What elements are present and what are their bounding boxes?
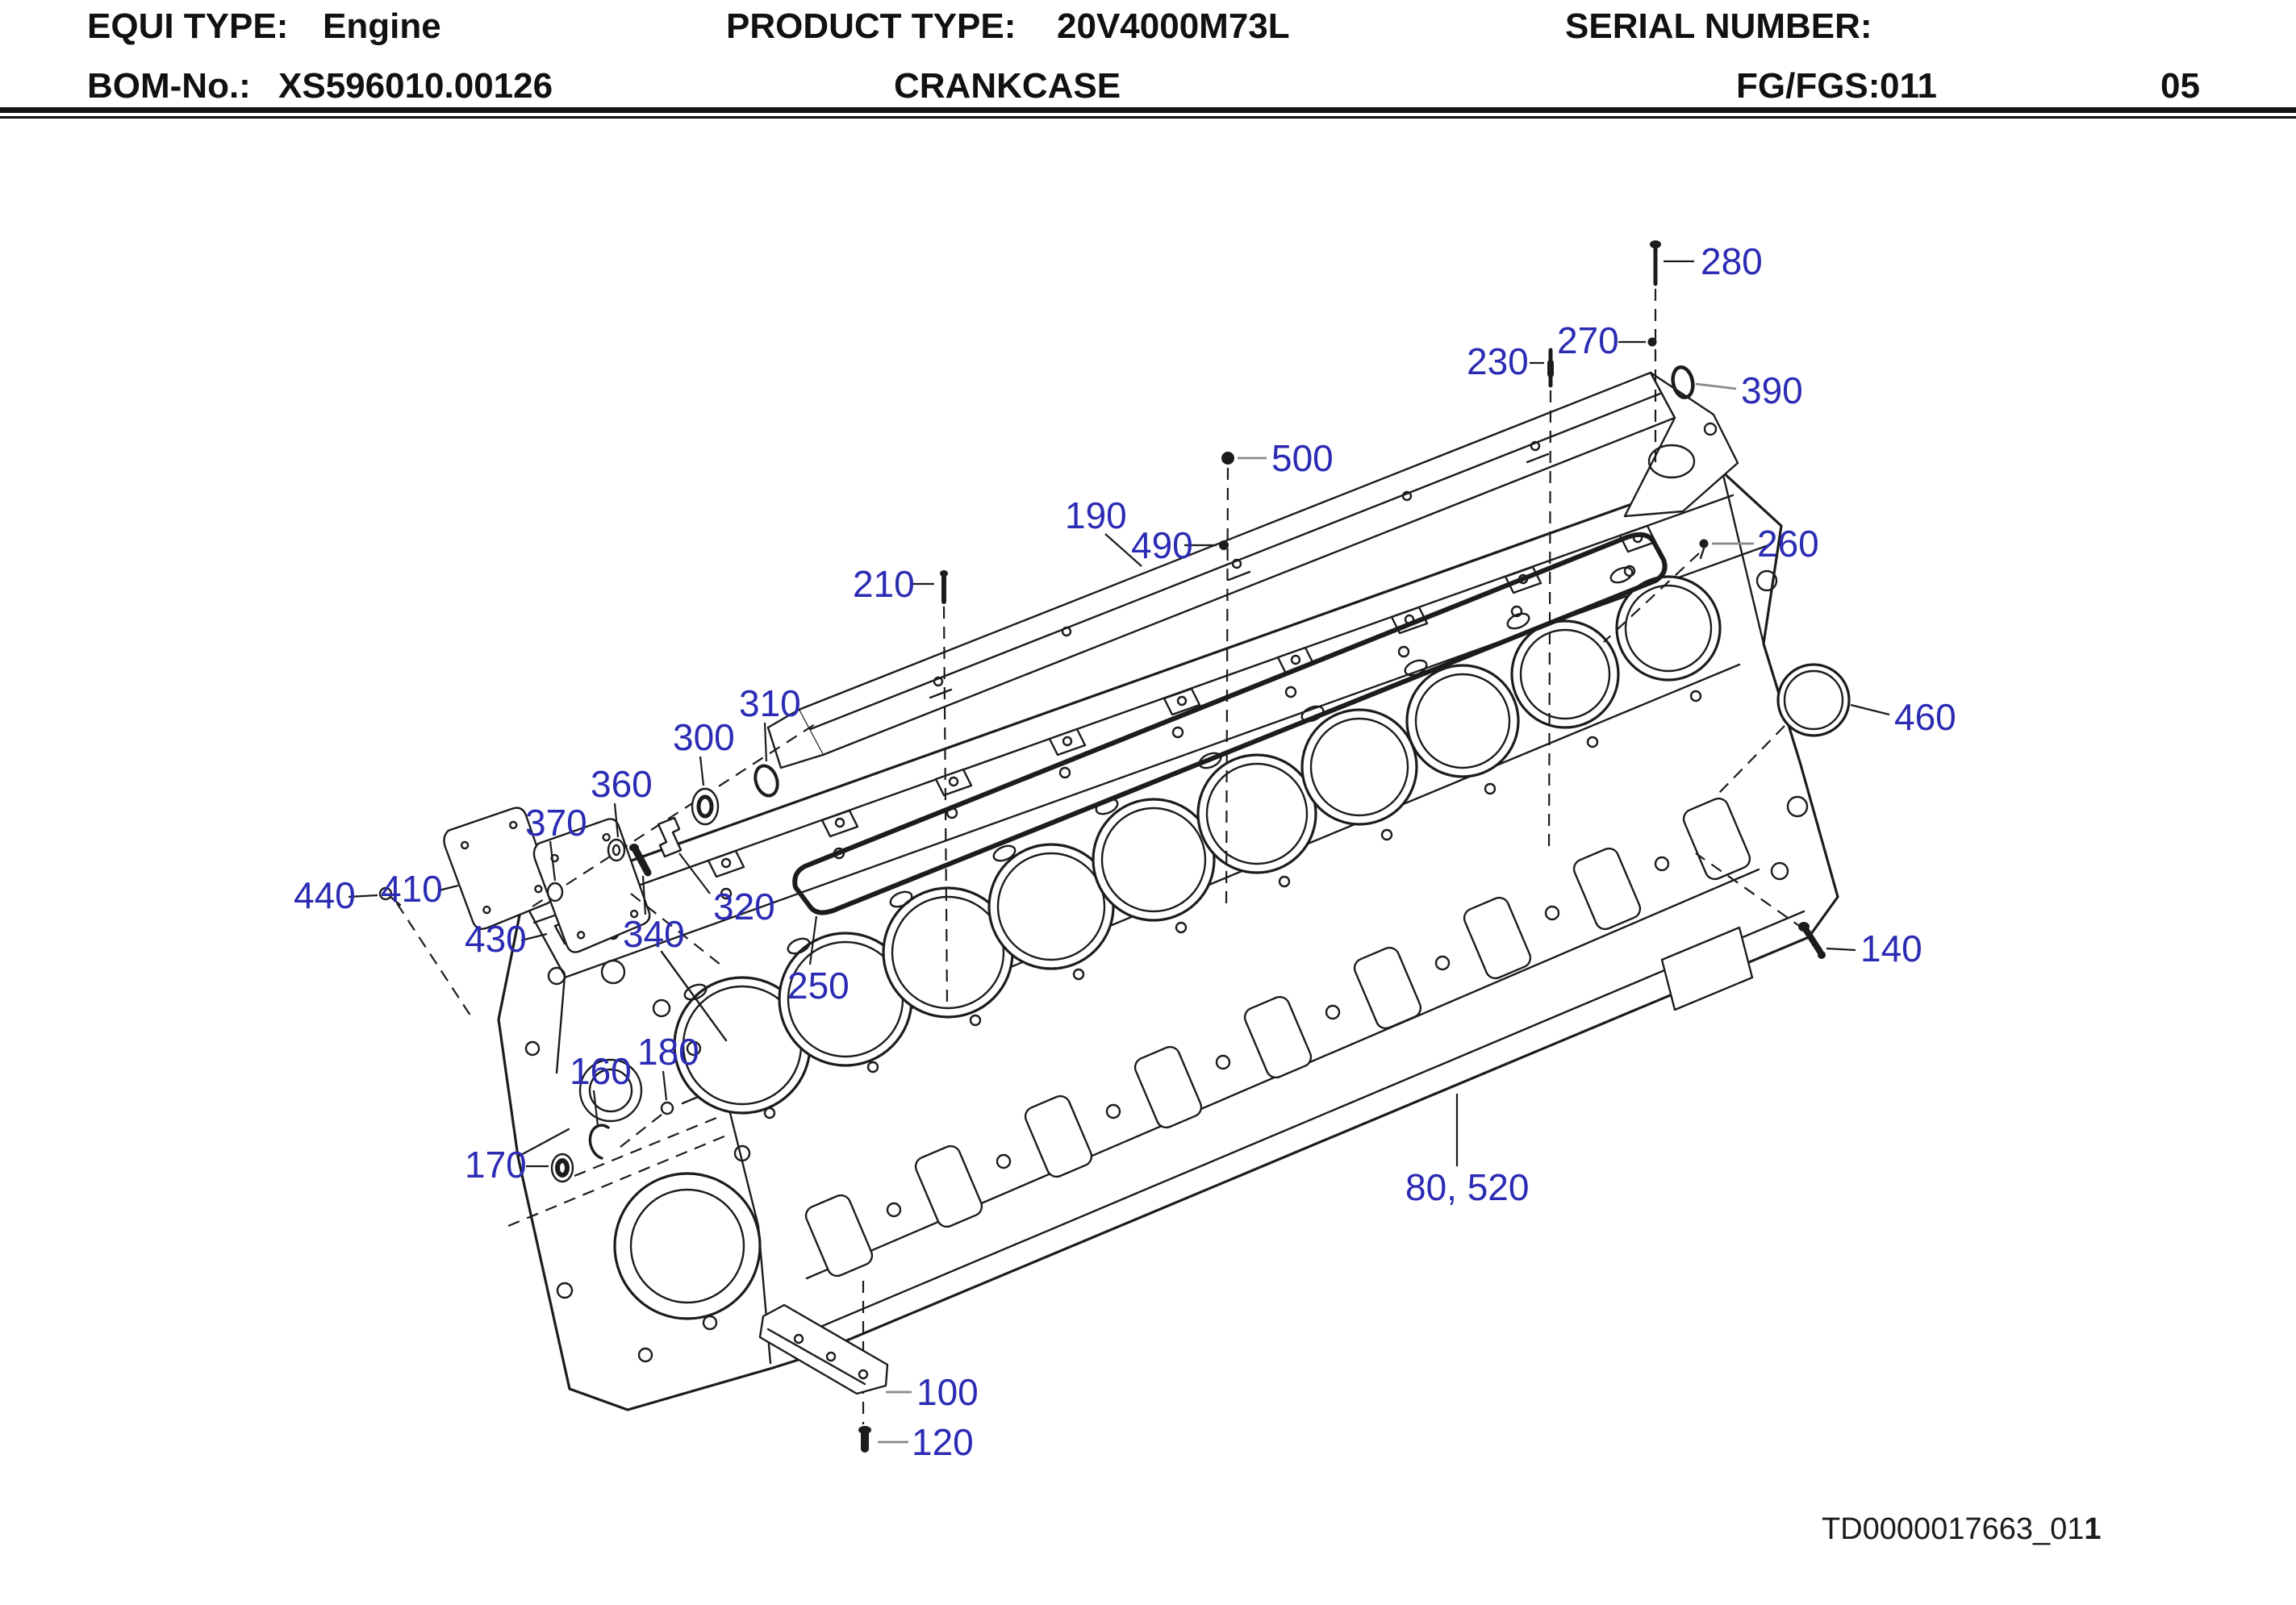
plug-370 — [546, 882, 564, 903]
bolt-500 — [1221, 452, 1234, 465]
o-ring-460 — [1776, 663, 1851, 737]
leader-lines — [348, 260, 1890, 1444]
sheet-number: 05 — [2160, 66, 2200, 106]
screw-280 — [1650, 240, 1661, 286]
grommet-170 — [550, 1153, 574, 1183]
rear-end-face — [1660, 470, 1809, 1011]
callout-270: 270 — [1557, 319, 1619, 361]
callout-100: 100 — [916, 1371, 979, 1413]
bolt-120 — [858, 1426, 871, 1453]
callout-390: 390 — [1741, 369, 1803, 411]
callout-500: 500 — [1271, 437, 1334, 479]
product-name: CRANKCASE — [894, 66, 1121, 106]
document-id: TD0000017663_011 — [1822, 1512, 2102, 1546]
fg-fgs-label: FG/FGS: — [1736, 66, 1881, 106]
callout-490: 490 — [1131, 524, 1193, 566]
o-ring-390 — [1671, 365, 1695, 400]
equi-type-value: Engine — [323, 6, 441, 46]
callout-460: 460 — [1894, 696, 1956, 738]
product-type-label: PRODUCT TYPE: — [726, 6, 1017, 46]
callout-320: 320 — [713, 886, 775, 928]
equi-type-label: EQUI TYPE: — [87, 6, 289, 46]
ring-180 — [660, 1101, 674, 1115]
bom-value: XS596010.00126 — [278, 66, 553, 106]
serial-number-label: SERIAL NUMBER: — [1565, 6, 1872, 46]
callout-370: 370 — [525, 802, 587, 844]
callout-230: 230 — [1467, 340, 1529, 382]
fg-fgs-value: 011 — [1880, 66, 1937, 106]
callout-160: 160 — [570, 1050, 632, 1092]
callout-labels: 280 270 390 230 500 490 190 260 210 310 … — [294, 240, 1956, 1463]
clip-160 — [588, 1124, 610, 1160]
callout-340: 340 — [623, 913, 685, 955]
front-end-face — [516, 898, 772, 1365]
callout-180: 180 — [637, 1031, 699, 1073]
cover-gasket — [792, 532, 1668, 915]
callout-80-520: 80, 520 — [1405, 1166, 1529, 1208]
callout-140: 140 — [1860, 928, 1922, 969]
engine-block — [497, 470, 1839, 1411]
pin-210 — [940, 570, 948, 604]
screw-260 — [1699, 539, 1709, 560]
callout-190: 190 — [1065, 494, 1127, 536]
washer-490 — [1219, 540, 1229, 550]
callout-310: 310 — [739, 682, 801, 724]
side-cover-plate — [443, 807, 554, 930]
callout-120: 120 — [912, 1421, 974, 1463]
callout-360: 360 — [591, 763, 653, 805]
cylinder-bores — [673, 575, 1722, 1115]
callout-280: 280 — [1701, 240, 1763, 282]
callout-210: 210 — [853, 563, 915, 605]
bom-label: BOM-No.: — [87, 66, 251, 106]
callout-260: 260 — [1757, 523, 1819, 565]
o-ring-310 — [754, 764, 779, 798]
header-rule-thin — [0, 116, 2296, 119]
hardware-parts — [378, 240, 1851, 1453]
callout-430: 430 — [465, 918, 527, 960]
callout-250: 250 — [787, 965, 850, 1007]
callout-170: 170 — [465, 1144, 527, 1186]
bolt-340 — [629, 844, 652, 877]
top-cover-strip — [766, 371, 1739, 769]
callout-410: 410 — [381, 868, 443, 910]
washer-360 — [607, 838, 626, 862]
grommet-300 — [691, 787, 720, 826]
product-type-value: 20V4000M73L — [1057, 6, 1290, 46]
callout-440: 440 — [294, 874, 356, 916]
mounting-bracket-100 — [758, 1303, 889, 1395]
plug-270 — [1647, 337, 1657, 347]
clamp-320 — [657, 816, 683, 858]
callout-300: 300 — [673, 716, 735, 758]
screw-440 — [378, 886, 402, 907]
header-rule-thick — [0, 107, 2296, 113]
side-windows — [802, 794, 1754, 1280]
screw-140 — [1798, 922, 1826, 959]
